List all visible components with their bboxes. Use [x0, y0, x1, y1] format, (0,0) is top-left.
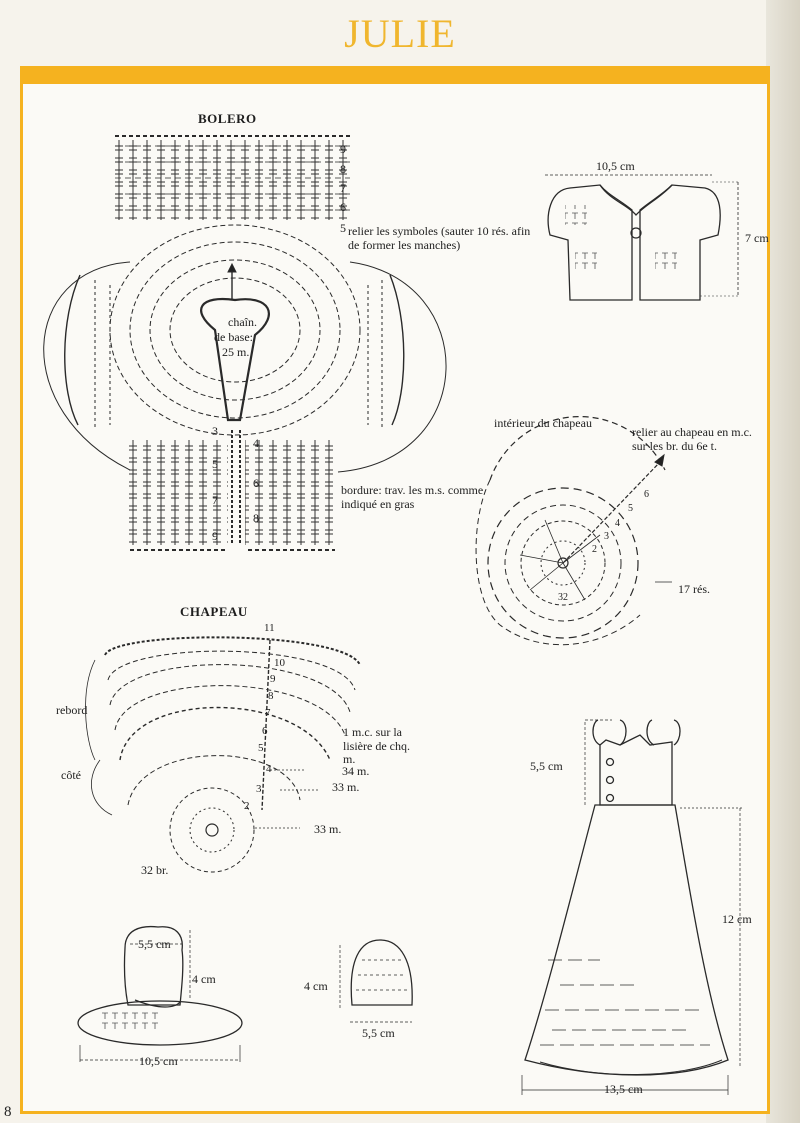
bolero-left-front	[128, 440, 228, 545]
bolero-width-label: 10,5 cm	[596, 159, 635, 173]
bolero-sketch	[545, 174, 739, 301]
join-arrow-left	[43, 261, 131, 471]
header-band	[20, 66, 770, 84]
bolero-row-7: 7	[340, 181, 346, 195]
dress-strap-right	[646, 719, 681, 746]
bolero-ring-4	[169, 277, 301, 383]
bolero-ring-2	[129, 241, 341, 419]
hat-top-width: 5,5 cm	[138, 937, 171, 951]
hat-inside-round-4: 4	[615, 518, 620, 529]
inner-hat-cap	[350, 939, 413, 1006]
chapeau-round-11: 11	[264, 622, 275, 634]
hat-height: 4 cm	[192, 972, 216, 986]
dress-skirt	[524, 804, 729, 1076]
content-frame	[20, 84, 770, 1114]
bolero-chart	[43, 135, 447, 551]
hat-inside-repeats: 17 rés.	[678, 582, 710, 596]
bolero-right-row-4: 4	[253, 436, 259, 450]
right-sleeve-edge	[389, 274, 405, 426]
hat-brim	[77, 1000, 243, 1046]
bolero-button	[630, 227, 642, 239]
chapeau-chart	[85, 636, 361, 873]
left-sleeve-edge	[64, 274, 81, 426]
chapeau-round-7: 7	[265, 707, 271, 719]
chapeau-round-6: 6	[262, 725, 268, 737]
bolero-row-6: 6	[340, 200, 346, 214]
chapeau-round-8: 8	[268, 690, 274, 702]
inner-hat-sketch	[339, 939, 413, 1023]
page-number: 8	[4, 1104, 12, 1120]
chapeau-outer-edge	[104, 636, 361, 666]
bolero-height-label: 7 cm	[745, 231, 769, 245]
chapeau-round-2: 2	[244, 800, 250, 812]
inner-hat-height: 4 cm	[304, 979, 328, 993]
dress-bodice-height: 5,5 cm	[530, 759, 563, 773]
hat-inside-round-5: 5	[628, 503, 633, 514]
dress-skirt-length: 12 cm	[722, 912, 752, 926]
dress-hem-width: 13,5 cm	[604, 1082, 643, 1096]
hat-inside-seam	[562, 461, 661, 564]
bolero-front-border	[231, 430, 241, 545]
bolero-left-row-5: 5	[212, 457, 218, 471]
chain-label-line2: de base:	[214, 330, 253, 344]
hat-inside-round-3: 3	[604, 531, 609, 542]
hat-inside-round-6: 6	[644, 489, 649, 500]
chapeau-round-5: 5	[258, 742, 264, 754]
chapeau-32br: 32 br.	[141, 863, 169, 877]
chapeau-round-10: 10	[274, 657, 285, 669]
chapeau-33m-upper: 33 m.	[332, 780, 360, 794]
dress-strap-left	[592, 719, 627, 746]
inner-hat-width: 5,5 cm	[362, 1026, 395, 1040]
chapeau-34m: 34 m.	[342, 764, 370, 778]
hat-inside-join-note: relier au chapeau en m.c. sur les br. du…	[632, 425, 752, 453]
page-title: JULIE	[344, 11, 456, 56]
hat-crown	[123, 925, 184, 1006]
chapeau-round-4: 4	[266, 763, 272, 775]
bolero-row-9: 9	[340, 142, 346, 156]
hat-inside-heading: intérieur du chapeau	[494, 416, 592, 430]
bolero-back-rows	[112, 140, 352, 220]
chain-label-line1: chaîn.	[228, 315, 257, 329]
chapeau-seam	[261, 639, 271, 811]
bolero-row-8: 8	[340, 162, 346, 176]
hat-inside-center: 32	[558, 592, 568, 603]
bolero-right-row-8: 8	[253, 511, 259, 525]
join-arrow-right	[337, 261, 447, 473]
chain-label-line3: 25 m.	[222, 345, 250, 359]
page-edge	[766, 0, 800, 1123]
chapeau-heading: CHAPEAU	[180, 604, 248, 619]
bolero-join-note: relier les symboles (sauter 10 rés. afin…	[348, 224, 531, 252]
bolero-ring-3	[149, 259, 321, 401]
chapeau-33m-lower: 33 m.	[314, 822, 342, 836]
hat-sketch	[77, 925, 243, 1062]
dress-sketch	[521, 719, 742, 1095]
hat-brim-width: 10,5 cm	[139, 1054, 178, 1068]
hat-inside-chart	[475, 416, 672, 646]
hat-inside-round-2: 2	[592, 544, 597, 555]
chapeau-mc-note: 1 m.c. sur la lisière de chq. m.	[343, 725, 410, 766]
bolero-border-note: bordure: trav. les m.s. comme indiqué en…	[341, 483, 484, 511]
bolero-sketch-left	[547, 184, 633, 301]
bolero-heading: BOLERO	[198, 111, 257, 126]
bolero-right-front	[245, 440, 335, 545]
bolero-left-row-3: 3	[212, 424, 218, 438]
chapeau-round-9: 9	[270, 673, 276, 685]
bolero-row-5: 5	[340, 221, 346, 235]
chapeau-round-3: 3	[256, 783, 262, 795]
bolero-right-row-6: 6	[253, 476, 259, 490]
bolero-neck-chain	[200, 297, 270, 422]
chapeau-side-label: côté	[61, 768, 81, 782]
chapeau-brim-label: rebord	[56, 703, 88, 717]
bolero-left-row-7: 7	[212, 493, 218, 507]
bolero-left-row-9: 9	[212, 529, 218, 543]
